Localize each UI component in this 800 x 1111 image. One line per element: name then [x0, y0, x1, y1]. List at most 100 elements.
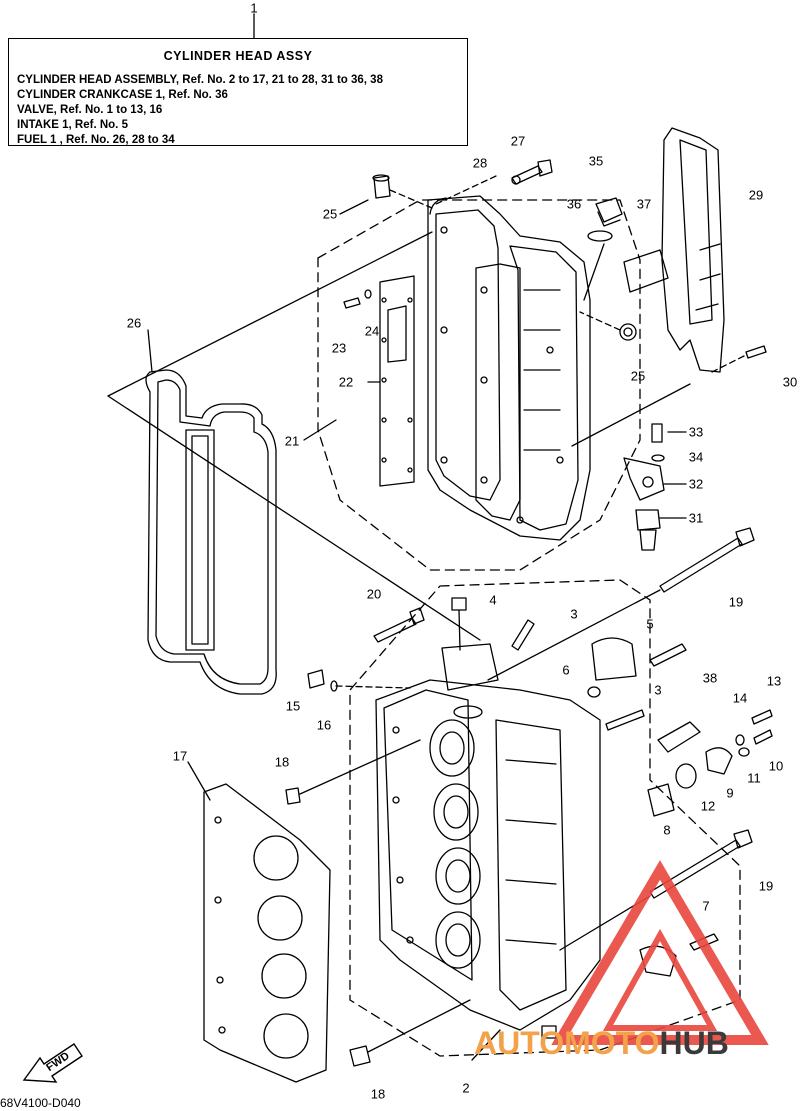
gasket-14 [735, 734, 745, 746]
washer-28 [511, 175, 521, 185]
callout-8: 8 [663, 822, 671, 838]
bolt-10 [753, 729, 773, 745]
legend-lines: CYLINDER HEAD ASSEMBLY, Ref. No. 2 to 17… [17, 73, 383, 148]
legend-line: VALVE, Ref. No. 1 to 13, 16 [17, 104, 163, 116]
thermo-38 [657, 721, 701, 753]
callout-36: 36 [566, 196, 582, 212]
callout-32: 32 [688, 476, 704, 492]
leader-bracket [571, 383, 691, 447]
callout-6: 6 [562, 662, 570, 678]
legend-line: FUEL 1 , Ref. No. 26, 28 to 34 [17, 134, 175, 146]
cylinder-head [375, 643, 601, 1031]
plug-4 [451, 597, 467, 611]
holder-bracket [591, 637, 637, 681]
leader-4 [458, 609, 461, 651]
o-ring-36 [587, 230, 613, 242]
callout-30: 30 [782, 374, 798, 390]
bolt-19-top [659, 527, 755, 593]
leader-18-top [299, 739, 421, 795]
leader-30 [711, 355, 745, 373]
callout-5: 5 [646, 616, 654, 632]
callout-35: 35 [588, 153, 604, 169]
callout-13: 13 [766, 673, 782, 689]
leader-gasket-top [107, 231, 433, 397]
callout-31: 31 [688, 510, 704, 526]
legend-box: CYLINDER HEAD ASSY CYLINDER HEAD ASSEMBL… [8, 38, 468, 146]
callout-25-right: 25 [630, 368, 646, 384]
callout-37: 37 [636, 196, 652, 212]
label-37 [623, 249, 669, 293]
leader-19-top [487, 589, 661, 681]
callout-21: 21 [284, 433, 300, 449]
callout-20: 20 [366, 586, 382, 602]
cover-assy-boundary [317, 199, 641, 571]
watermark-text: AUTOMOTOHUB [474, 1025, 729, 1062]
callout-10: 10 [768, 758, 784, 774]
callout-26: 26 [126, 315, 142, 331]
pin-3-top [511, 619, 535, 651]
callout-24: 24 [364, 323, 380, 339]
callout-19-bottom: 19 [758, 878, 774, 894]
bolt-30 [745, 345, 767, 359]
callout-22: 22 [338, 374, 354, 390]
cylinder-head-cover [427, 195, 591, 541]
bolt-7 [689, 933, 719, 951]
plate-22 [379, 275, 415, 487]
callout-19-top: 19 [728, 594, 744, 610]
leader-25-top [389, 189, 433, 209]
leader-36 [583, 243, 605, 301]
plug-25-right [619, 323, 637, 341]
callout-23: 23 [331, 340, 347, 356]
head-gasket-17 [203, 783, 331, 1083]
callout-28: 28 [472, 155, 488, 171]
head-assy-boundary [349, 579, 741, 1057]
watermark-part1: AUTOMOTO [474, 1025, 660, 1061]
fwd-arrow [22, 1043, 83, 1083]
callout-18-bottom: 18 [370, 1086, 386, 1102]
leader-25-right [579, 311, 621, 331]
callout-15: 15 [285, 698, 301, 714]
leader-18-bottom [367, 999, 471, 1053]
bracket-29 [661, 127, 725, 373]
bolt-33 [651, 423, 663, 443]
bolt-19-bottom [649, 829, 753, 899]
leader-2 [471, 1029, 501, 1061]
dowel-18-top [285, 787, 301, 805]
washer-24 [364, 289, 372, 299]
legend-line: CYLINDER CRANKCASE 1, Ref. No. 36 [17, 89, 228, 101]
bolt-27 [511, 159, 553, 185]
callout-4: 4 [489, 592, 497, 608]
header-ref: 1 [250, 0, 258, 16]
leader-gasket-bottom [107, 395, 481, 641]
callout-38: 38 [702, 670, 718, 686]
callout-3-mid: 3 [654, 682, 662, 698]
oil-cap-35 [595, 197, 623, 227]
callout-25-top: 25 [322, 206, 338, 222]
callout-29: 29 [748, 187, 764, 203]
callout-18-top: 18 [274, 754, 290, 770]
callout-17: 17 [172, 748, 188, 764]
washer-34 [651, 454, 665, 462]
sleeve-8 [647, 783, 675, 817]
callout-27: 27 [510, 133, 526, 149]
callout-16: 16 [316, 717, 332, 733]
callout-11: 11 [747, 770, 761, 786]
callout-3-top: 3 [570, 606, 578, 622]
watermark-part2: HUB [659, 1025, 729, 1061]
callout-9: 9 [726, 785, 734, 801]
bolt-15 [307, 669, 325, 689]
leader-15 [335, 685, 411, 689]
sensor-32 [623, 457, 665, 501]
pin-3-mid [605, 709, 645, 731]
plug-25-top [372, 174, 391, 199]
callout-14: 14 [732, 690, 748, 706]
dowel-18-bottom [349, 1045, 371, 1067]
legend-line: CYLINDER HEAD ASSEMBLY, Ref. No. 2 to 17… [17, 74, 383, 86]
bolt-20 [373, 617, 417, 643]
cover-gasket-26 [145, 369, 277, 695]
callout-7: 7 [702, 898, 710, 914]
bolt-13 [751, 709, 773, 725]
seal-12 [675, 763, 697, 789]
sensor-31 [635, 509, 661, 551]
